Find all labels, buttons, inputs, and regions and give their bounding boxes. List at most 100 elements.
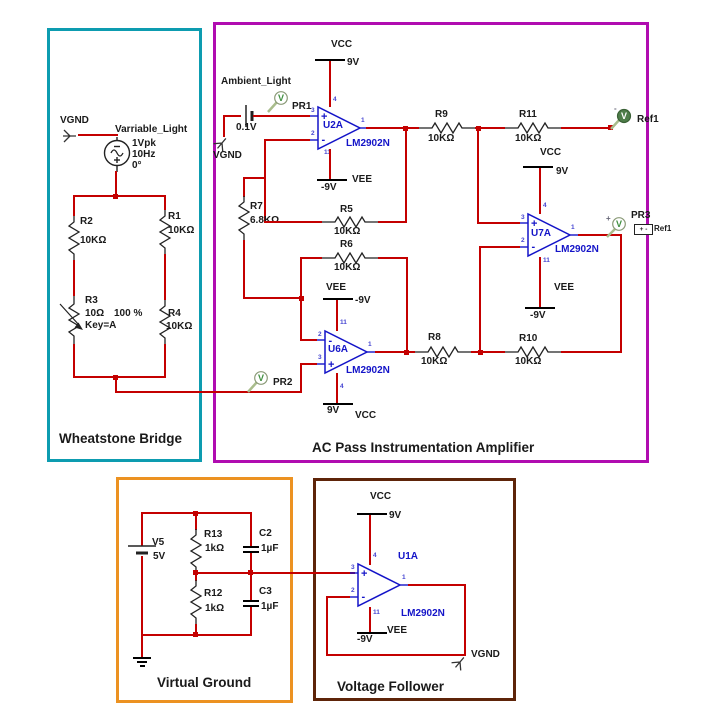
- vcc-value: 9V: [389, 510, 402, 521]
- wire: [464, 584, 466, 656]
- junction: [193, 511, 198, 516]
- wire: [300, 257, 302, 340]
- earth-ground-icon: [140, 665, 145, 667]
- r6-name: R6: [340, 239, 353, 250]
- pr2-label: PR2: [273, 377, 293, 388]
- amplifier-title: AC Pass Instrumentation Amplifier: [312, 440, 535, 455]
- vee-value: -9V: [357, 634, 373, 645]
- r13-name: R13: [204, 529, 223, 540]
- earth-ground-icon[interactable]: [133, 657, 151, 659]
- u2a-pin3: 3: [311, 107, 315, 114]
- wire: [378, 221, 407, 223]
- vgnd-connector-icon[interactable]: [211, 132, 232, 153]
- wire: [264, 139, 266, 223]
- resistor-r4[interactable]: [157, 300, 173, 344]
- battery-ambient-light[interactable]: [241, 103, 259, 129]
- wire: [250, 572, 252, 601]
- vee-rail-u2a[interactable]: [317, 179, 347, 181]
- wire: [561, 351, 622, 353]
- vcc-rail-u7a[interactable]: [523, 166, 553, 168]
- opamp-u1a[interactable]: + -: [350, 562, 408, 608]
- u7a-pin3: 3: [521, 214, 525, 221]
- u1a-pin3: 3: [351, 564, 355, 571]
- vcc-rail-u6a[interactable]: [323, 403, 353, 405]
- vgnd-label: VGND: [60, 115, 89, 126]
- potentiometer-r3[interactable]: [58, 296, 90, 344]
- r5-name: R5: [340, 204, 353, 215]
- resistor-r8[interactable]: [415, 344, 471, 360]
- wire: [250, 607, 252, 636]
- r9-name: R9: [435, 109, 448, 120]
- probe-ref1[interactable]: - V: [606, 104, 634, 132]
- junction: [404, 350, 409, 355]
- resistor-r12[interactable]: [188, 580, 204, 624]
- u6a-pin11: 11: [340, 319, 347, 326]
- v5-value: 5V: [153, 551, 166, 562]
- wire: [141, 556, 143, 636]
- vee-label: VEE: [387, 625, 408, 636]
- resistor-r10[interactable]: [505, 344, 561, 360]
- opamp-u6a[interactable]: - +: [317, 329, 375, 375]
- r10-value: 10KΩ: [515, 356, 542, 367]
- wire: [195, 624, 197, 636]
- minus-mark: -: [362, 591, 366, 603]
- pr3-ref-label: Ref1: [654, 224, 672, 233]
- opamp-u7a[interactable]: + -: [520, 212, 578, 258]
- resistor-r5[interactable]: [322, 214, 378, 230]
- wire: [250, 553, 252, 574]
- vee-rail-u6a[interactable]: [323, 298, 353, 300]
- r2-name: R2: [80, 216, 93, 227]
- vgnd-connector-icon[interactable]: [449, 651, 470, 672]
- ac-source-variable-light[interactable]: [102, 137, 132, 173]
- vee-rail-u1a[interactable]: [357, 632, 387, 634]
- plus-mark: +: [361, 568, 367, 580]
- u2a-pin1: 1: [361, 117, 365, 124]
- u1a-name: U1A: [398, 551, 419, 562]
- vee-rail-u7a[interactable]: [525, 307, 555, 309]
- probe-pr3[interactable]: + V: [602, 212, 630, 240]
- wire: [73, 195, 166, 197]
- vgnd-connector-icon[interactable]: [62, 129, 78, 143]
- resistor-r2[interactable]: [66, 216, 82, 260]
- voltage-follower-box: [313, 478, 516, 701]
- pr1-label: PR1: [292, 101, 312, 112]
- resistor-r6[interactable]: [322, 250, 378, 266]
- probe-pr2[interactable]: V: [244, 368, 270, 394]
- resistor-r7[interactable]: [236, 196, 252, 240]
- resistor-r9[interactable]: [419, 120, 475, 136]
- r3-percent: 100 %: [114, 308, 143, 319]
- probe-pr1[interactable]: V: [264, 88, 290, 114]
- battery-v5[interactable]: [128, 543, 156, 557]
- minus-mark: -: [322, 134, 326, 146]
- u6a-pin3: 3: [318, 354, 322, 361]
- wire: [253, 115, 310, 117]
- wire: [578, 234, 622, 236]
- wire: [223, 115, 225, 137]
- plus-mark: +: [321, 111, 327, 123]
- r3-key: Key=A: [85, 320, 117, 331]
- capacitor-c3[interactable]: [243, 600, 259, 602]
- junction: [403, 126, 408, 131]
- vcc-rail-u2a[interactable]: [315, 59, 345, 61]
- vcc-rail-u1a[interactable]: [357, 513, 387, 515]
- wire: [264, 221, 322, 223]
- wire: [243, 240, 245, 299]
- wire: [406, 257, 408, 353]
- wheatstone-box: [47, 28, 202, 462]
- u7a-pin4: 4: [543, 202, 547, 209]
- r11-name: R11: [519, 109, 537, 120]
- wire: [164, 344, 166, 378]
- resistor-r1[interactable]: [157, 210, 173, 254]
- u7a-name: U7A: [531, 228, 552, 239]
- resistor-r11[interactable]: [505, 120, 561, 136]
- c2-value: 1µF: [261, 543, 279, 554]
- amplifier-box: [213, 22, 649, 463]
- vee-label: VEE: [352, 174, 373, 185]
- u6a-name: U6A: [328, 344, 349, 355]
- capacitor-c2[interactable]: [243, 546, 259, 548]
- resistor-r13[interactable]: [188, 529, 204, 573]
- u1a-pin4: 4: [373, 552, 377, 559]
- wire: [471, 351, 505, 353]
- wire: [264, 139, 310, 141]
